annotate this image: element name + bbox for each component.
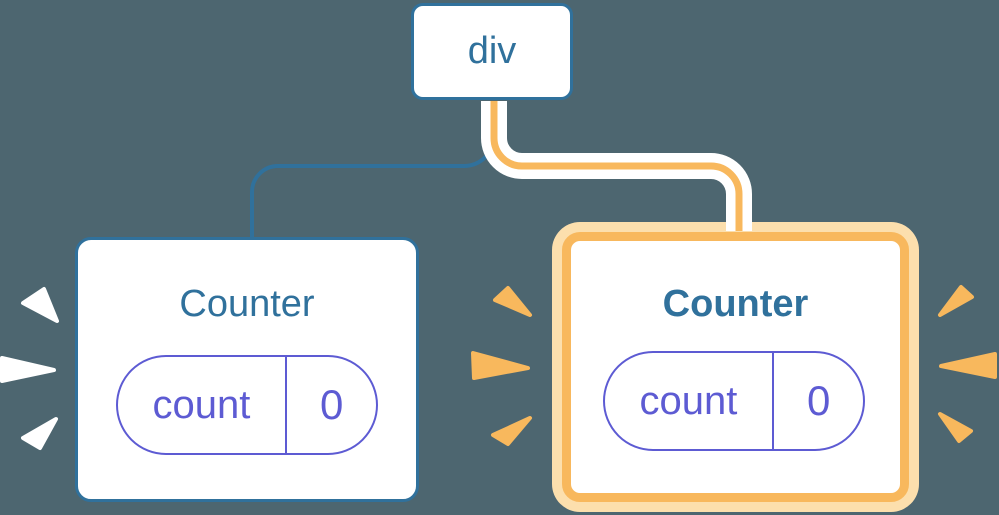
edge-root-to-right-counter-casing	[481, 101, 752, 231]
edge-root-to-left-counter	[250, 101, 496, 238]
pill-divider-right	[771, 353, 775, 449]
state-pill-left: count 0	[116, 355, 378, 455]
sparks-right-counter-left	[471, 286, 532, 446]
burst-wedge-icon	[21, 417, 58, 450]
burst-wedge-icon	[939, 352, 997, 379]
burst-wedge-icon	[21, 287, 59, 323]
edge-root-to-right-counter	[490, 101, 743, 231]
burst-wedge-icon	[493, 286, 532, 317]
burst-wedge-icon	[938, 412, 973, 443]
burst-wedge-icon	[0, 356, 56, 383]
burst-wedge-icon	[491, 416, 532, 446]
counter-node-left: Counter count 0	[75, 237, 419, 502]
sparks-left-counter	[0, 287, 59, 450]
root-node-label: div	[467, 30, 517, 72]
burst-wedge-icon	[471, 351, 530, 380]
counter-node-right: Counter count 0	[552, 222, 919, 512]
state-key-left: count	[152, 382, 251, 427]
state-pill-right: count 0	[603, 351, 865, 451]
pill-divider-left	[284, 357, 288, 453]
state-value-left: 0	[319, 381, 344, 428]
state-value-right: 0	[806, 377, 831, 424]
counter-left-title: Counter	[179, 283, 315, 325]
counter-right-title: Counter	[662, 283, 809, 325]
state-key-right: count	[639, 378, 738, 423]
sparks-right-counter-right	[938, 285, 997, 443]
burst-wedge-icon	[938, 285, 974, 317]
root-node: div	[411, 3, 573, 100]
